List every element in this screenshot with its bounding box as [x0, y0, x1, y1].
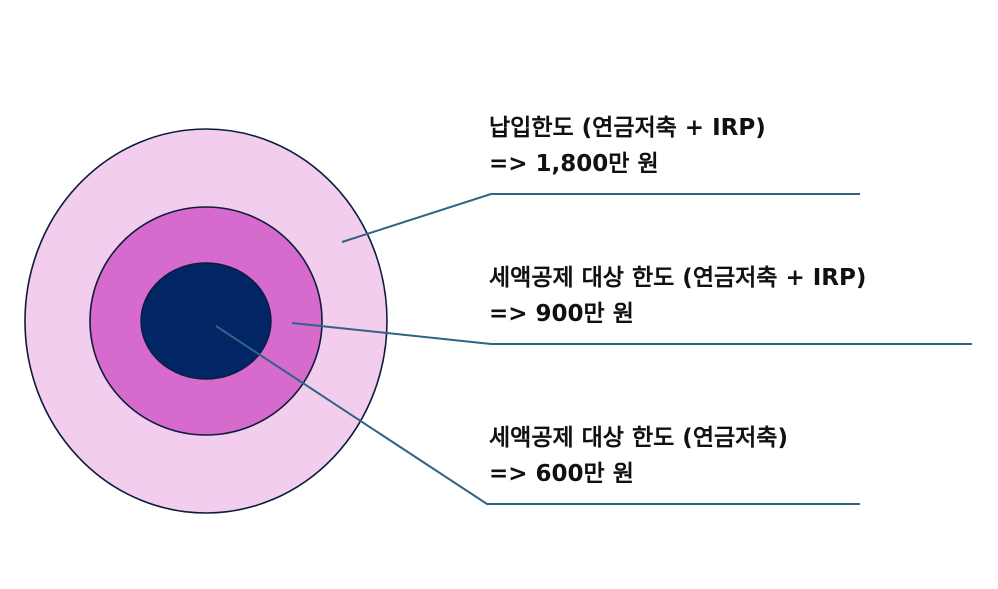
outer-ring-label: 납입한도 (연금저축 + IRP) => 1,800만 원: [489, 110, 766, 182]
leader-line-middle: [291, 322, 972, 345]
outer-ring-title: 납입한도 (연금저축 + IRP): [489, 115, 766, 141]
outer-ring-value: => 1,800만 원: [489, 151, 659, 177]
inner-core: [140, 262, 272, 380]
inner-core-value: => 600만 원: [489, 461, 634, 487]
middle-ring-value: => 900만 원: [489, 301, 634, 327]
middle-ring-title: 세액공제 대상 한도 (연금저축 + IRP): [489, 265, 867, 291]
leader-line-inner: [215, 325, 860, 505]
inner-core-title: 세액공제 대상 한도 (연금저축): [489, 425, 788, 451]
leader-line-outer: [341, 193, 860, 243]
middle-ring-label: 세액공제 대상 한도 (연금저축 + IRP) => 900만 원: [489, 260, 866, 332]
inner-core-label: 세액공제 대상 한도 (연금저축) => 600만 원: [489, 420, 788, 492]
